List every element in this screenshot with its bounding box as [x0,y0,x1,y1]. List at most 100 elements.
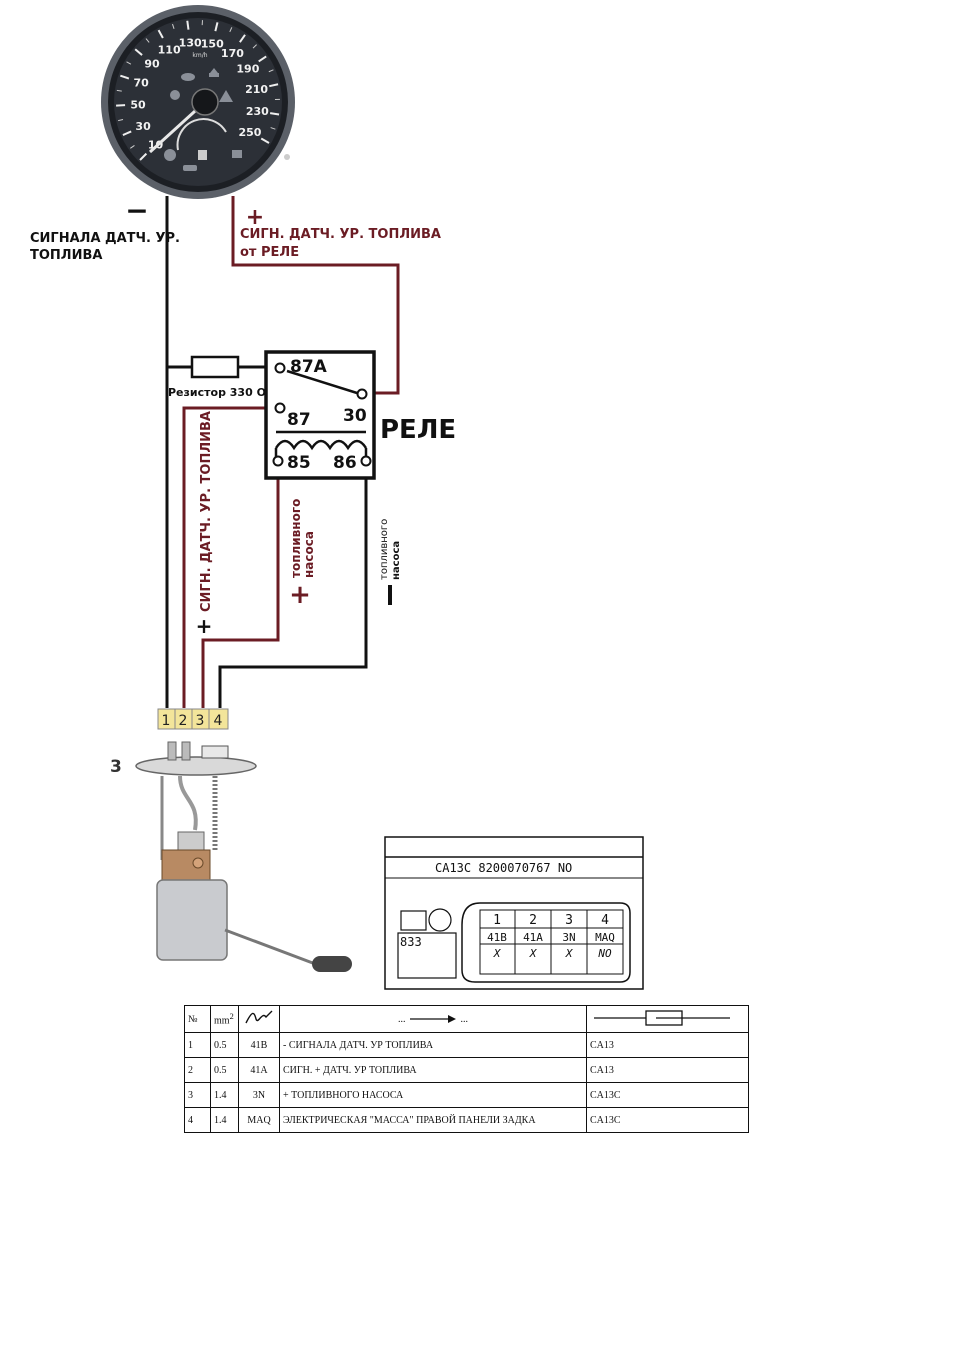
gauge-minor-tick [116,89,122,92]
pump-float [312,956,352,972]
gauge-tick [258,55,267,63]
pump-pin-4: 4 [214,713,223,729]
relay-pin-85-label: 85 [287,453,311,473]
gauge-minor-tick [172,23,175,29]
pump-motor-top [177,831,205,851]
vertical-signal-plus: + [196,614,213,638]
pump-minus-sign [388,585,392,605]
gauge-warning-icons [164,68,242,171]
header-wire-icon [238,1005,280,1033]
relay-pin-87a-terminal [274,362,286,374]
card-pin-1-mark: X [493,947,502,960]
wire-signal-plus-to-relay [231,196,400,395]
battery-icon [170,90,180,100]
resistor [190,355,240,379]
header-route: ... ... [279,1005,587,1033]
gauge-tick [269,83,279,88]
arrow-shaft-icon [209,73,219,77]
gauge-tick [260,137,270,144]
gauge-scale-label: 90 [144,57,160,70]
header-connector-icon [586,1005,749,1033]
gauge-minor-tick [270,127,276,130]
wire-table: № mm2 ... ... 1 0.5 41B - СИГНАЛА ДАТЧ. … [184,1005,749,1133]
relay-pin-86-label: 86 [333,453,357,473]
part-number-label: 3 [110,757,122,777]
gauge-hub [191,88,219,116]
pump-minus-label-line1: топливного [379,519,390,580]
pump-plus-sign: + [289,580,311,610]
gauge-tick [139,152,148,161]
gauge-tick [186,20,190,30]
signal-plus-label-line2: от РЕЛЕ [240,245,299,260]
pump-plus-label-line2: насоса [302,531,316,578]
gauge-tick [157,29,164,39]
oil-icon [181,73,195,81]
sensor-pivot [192,857,204,869]
connector-icon [594,1009,730,1026]
card-pin-3-code: 3N [562,931,575,944]
signal-minus-label-line2: ТОПЛИВА [30,248,102,263]
gauge-tick-marks [116,20,280,161]
pump-pin-1: 1 [162,713,171,729]
gauge-scale-label: 130 [179,37,202,50]
card-pin-2-num: 2 [529,913,537,928]
pump-hose [178,775,198,831]
header-mm: mm2 [210,1005,239,1033]
pump-electrical-plug [201,745,229,759]
relay: 87А 87 30 85 86 [264,350,376,480]
relay-title: РЕЛЕ [380,415,456,445]
relay-pin-85-terminal [272,455,284,467]
pump-pin-3: 3 [196,713,205,729]
gauge-scale-label: 190 [236,63,259,76]
wire-87-to-pin2 [182,406,278,708]
card-pin-4-code: MAQ [595,931,615,944]
table-row: 2 0.5 41A СИГН. + ДАТЧ. УР ТОПЛИВА CA13 [184,1057,749,1083]
wire-86-to-pin4 [218,460,368,708]
speedometer-gauge: 1030507090110130150170190210230250 km/h [101,5,295,199]
connector-card-title: CA13C 8200070767 NO [435,861,572,875]
float-arm [224,928,319,967]
pump-connector: 1 2 3 4 [157,708,229,730]
card-pin-4-mark: NO [597,947,612,960]
pump-return-pipe [181,741,191,761]
gauge-minor-tick [118,118,124,122]
fuel-pump-module [135,741,352,972]
connector-housing [461,902,631,983]
pump-plus-label-line1: топливного [289,499,303,578]
hazard-icon [219,90,233,102]
gauge-minor-tick [252,44,257,49]
gauge-scale-label: 70 [134,77,150,90]
table-row: 3 1.4 3N + ТОПЛИВНОГО НАСОСА CA13C [184,1082,749,1108]
gauge-minor-tick [268,69,274,73]
arrow-right-icon [410,1015,456,1024]
gauge-tick [269,112,280,116]
resistor-label: Резистор 330 ОМ [168,386,277,399]
table-row: 1 0.5 41B - СИГНАЛА ДАТЧ. УР ТОПЛИВА CA1… [184,1032,749,1058]
pump-reservoir [156,879,228,961]
gauge-scale-label: 110 [158,43,181,56]
signal-plus-label-line1: СИГН. ДАТЧ. УР. ТОПЛИВА [240,227,441,242]
headlight-icon [164,149,176,161]
gauge-scale-label: 50 [130,99,146,112]
gauge-scale-label: 30 [135,120,151,133]
gauge-tick [214,22,219,32]
plus-sign-top: + [246,205,264,230]
gauge-scale-label: 150 [201,38,224,51]
gauge-tick [120,74,130,80]
connector-card: CA13C 8200070767 NO 833 1 2 3 4 41B 41A … [384,836,644,990]
relay-pin-30-terminal [356,388,368,400]
card-pin-1-num: 1 [493,913,501,928]
card-pin-1-code: 41B [487,931,507,944]
gauge-scale-label: 230 [246,105,269,118]
gauge-minor-tick [126,61,132,65]
gauge-scale-label: 210 [245,83,268,96]
wires [165,196,400,708]
pump-outlet-pipe [167,741,177,761]
relay-switch-arm [286,369,358,395]
card-pin-3-mark: X [565,947,574,960]
relay-pin-30-label: 30 [343,406,367,426]
gauge-minor-tick [130,145,135,149]
gauge-tick [134,48,143,56]
card-pin-2-code: 41A [523,931,543,944]
